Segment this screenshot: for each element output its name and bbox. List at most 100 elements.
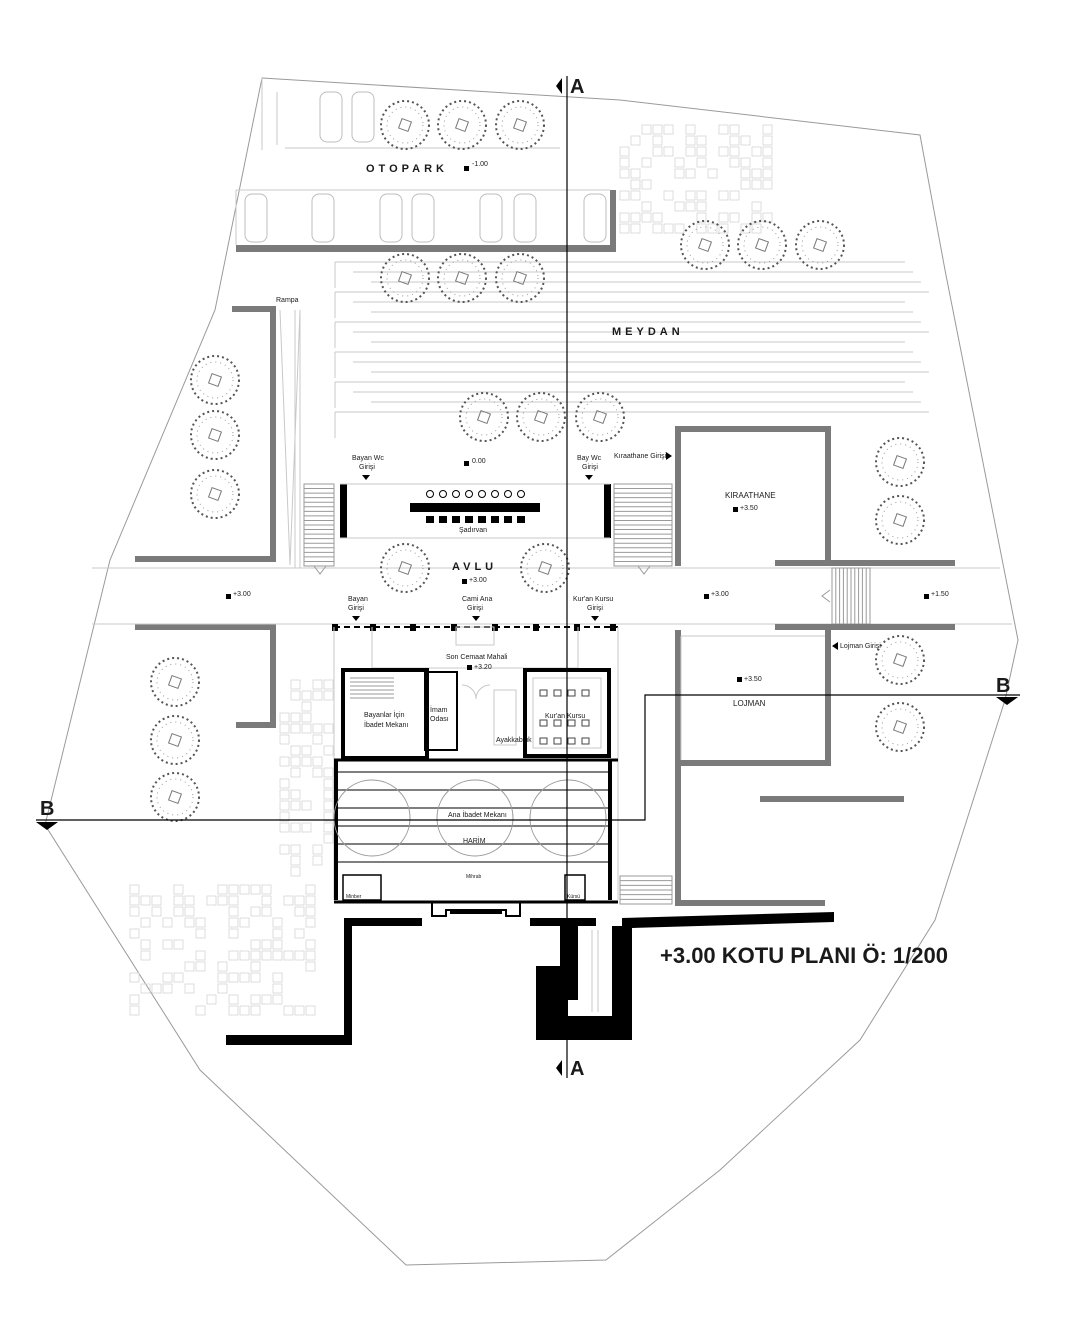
tree-trunk [207,427,223,443]
paving-tile [217,972,228,983]
paving-tile [718,190,729,201]
paving-tile [162,983,173,994]
paving-tile [301,701,312,712]
label-mihrab: Mihrab [466,874,482,880]
tree-trunk [892,719,908,735]
paving-tile [290,822,301,833]
paving-tile [323,811,334,822]
paving-tile [250,939,261,950]
paving-tile [195,1005,206,1016]
paving-tile [729,190,740,201]
paving-tile [619,223,630,234]
level-marker [464,166,469,171]
level-right: +3.00 [711,591,729,598]
paving-tile [685,124,696,135]
paving-tile [206,895,217,906]
desk [581,689,590,697]
paving-tile [129,928,140,939]
tree-trunk [207,372,223,388]
paving-tile [641,157,652,168]
paving-tile [239,1005,250,1016]
mosque-building: Son Cemaat Mahali +3.20 Bayanlar İçin İb… [332,624,619,917]
tree-icon [150,657,200,707]
paving-tile [312,844,323,855]
fountain-seat [504,516,512,523]
stairs-right [613,483,673,575]
paving-tile [301,745,312,756]
paving-tile [228,906,239,917]
stairs-left [303,483,335,575]
parking-cars [244,91,607,243]
tree-trunk [892,652,908,668]
paving-tile [323,745,334,756]
paving-tile [312,734,323,745]
paving-tile [279,723,290,734]
paving-tile [630,223,641,234]
paving-tile [305,961,316,972]
paving-tile [290,844,301,855]
paving-tile [250,994,261,1005]
tree-trunk [697,237,713,253]
paving-tile [323,833,334,844]
desk [553,689,562,697]
paving-tile [663,190,674,201]
tree-canopy-inner [443,259,481,297]
tree-icon [150,715,200,765]
paving-tile [151,983,162,994]
paving-tile [129,972,140,983]
tree-canopy-inner [196,361,234,399]
tree-trunk [397,560,413,576]
paving-tile [301,756,312,767]
paving-tile [685,168,696,179]
tree-icon [875,702,925,752]
tree-canopy [150,657,200,707]
section-b-right: B [996,675,1010,697]
tree-trunk [207,486,223,502]
paving-tile [729,124,740,135]
left-garden-upper: Rampa [135,297,301,568]
paving-tile [129,884,140,895]
tree-trunk [167,789,183,805]
tree-trunk [537,560,553,576]
paving-tile [279,844,290,855]
paving-tile [696,201,707,212]
paving-tile [762,146,773,157]
paving-tile [250,884,261,895]
stair-arrow [637,565,651,575]
fountain-seat [439,516,447,523]
tree-icon [516,392,566,442]
paving-tile [641,124,652,135]
paving-tile [729,146,740,157]
tree-icon [875,635,925,685]
paving-tile [652,146,663,157]
paving-tile [619,146,630,157]
desk [553,737,562,745]
paving-tile [283,895,294,906]
fountain-seat [426,516,434,523]
paving-tile [195,950,206,961]
tree-canopy [190,410,240,460]
tree-canopy-inner [156,721,194,759]
label-bayan-wc-2: Girişi [359,464,375,471]
tree-canopy [737,220,787,270]
tree-canopy-inner [881,501,919,539]
tree-canopy [190,355,240,405]
paving-tile [261,906,272,917]
tree-canopy [875,437,925,487]
paving-tile [652,223,663,234]
paving-tile [674,157,685,168]
paving-tile [228,972,239,983]
paving-tile [707,168,718,179]
paving-tile [279,712,290,723]
label-minber: Minber [346,894,362,900]
tree-icon [150,772,200,822]
fountain-seat [504,490,512,498]
zone-label-avlu: AVLU [452,561,497,573]
paving-tile [184,906,195,917]
tree-canopy [875,495,925,545]
section-b-left: B [40,798,54,820]
paving-tile [250,961,261,972]
paving-tile [718,124,729,135]
paving-tile [663,124,674,135]
desk [581,719,590,727]
